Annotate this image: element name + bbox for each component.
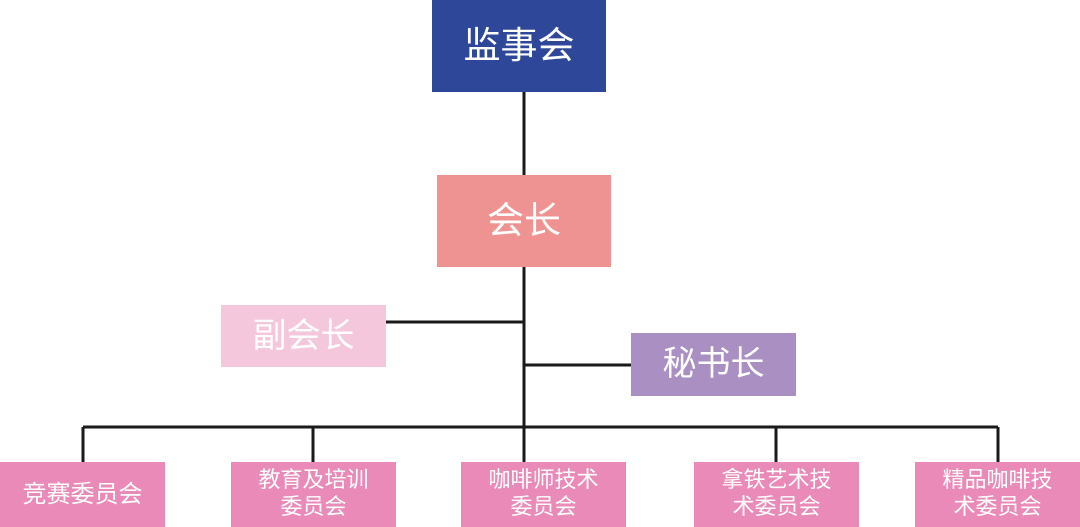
committee-node-competition: 竞赛委员会: [0, 462, 165, 527]
committee-label: 咖啡师技术 委员会: [488, 468, 599, 520]
president-node: 会长: [437, 175, 611, 267]
committee-label: 教育及培训 委员会: [258, 468, 369, 520]
secretary-general-node: 秘书长: [631, 333, 796, 396]
committee-label: 拿铁艺术技 术委员会: [721, 468, 832, 520]
vice-president-label: 副会长: [252, 315, 355, 356]
committee-label: 竞赛委员会: [22, 480, 143, 509]
committee-node-latte-art: 拿铁艺术技 术委员会: [694, 462, 859, 527]
secretary-general-label: 秘书长: [662, 344, 765, 385]
committee-node-specialty-coffee: 精品咖啡技 术委员会: [915, 462, 1080, 527]
vice-president-node: 副会长: [221, 305, 386, 367]
committee-node-barista-technique: 咖啡师技术 委员会: [461, 462, 626, 527]
supervisory-board-node: 监事会: [432, 0, 606, 92]
committee-node-education-training: 教育及培训 委员会: [231, 462, 396, 527]
president-label: 会长: [487, 198, 561, 242]
committee-label: 精品咖啡技 术委员会: [942, 468, 1053, 520]
supervisory-board-label: 监事会: [463, 23, 575, 67]
